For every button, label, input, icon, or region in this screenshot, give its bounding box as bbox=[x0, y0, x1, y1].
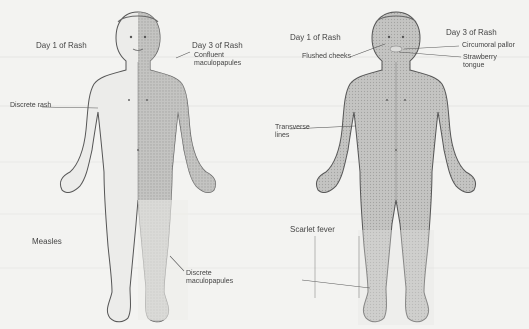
scarlet-day1-label: Day 1 of Rash bbox=[290, 34, 341, 42]
measles-day3-label: Day 3 of Rash bbox=[192, 42, 243, 50]
scarlet-title: Scarlet fever bbox=[290, 226, 335, 234]
measles-day1-label: Day 1 of Rash bbox=[36, 42, 87, 50]
transverse-label: Transverse lines bbox=[275, 124, 317, 140]
flushed-label: Flushed cheeks bbox=[302, 53, 351, 61]
scarlet-day3-label: Day 3 of Rash bbox=[446, 29, 497, 37]
measles-title: Measles bbox=[32, 238, 62, 246]
strawberry-label: Strawberry tongue bbox=[463, 54, 507, 70]
discrete-rash-label: Discrete rash bbox=[10, 102, 51, 110]
circumoral-label: Circumoral pallor bbox=[462, 42, 515, 50]
discrete-maculopapules-label: Discrete maculopapules bbox=[186, 270, 246, 286]
confluent-label: Confluent maculopapules bbox=[194, 52, 256, 68]
